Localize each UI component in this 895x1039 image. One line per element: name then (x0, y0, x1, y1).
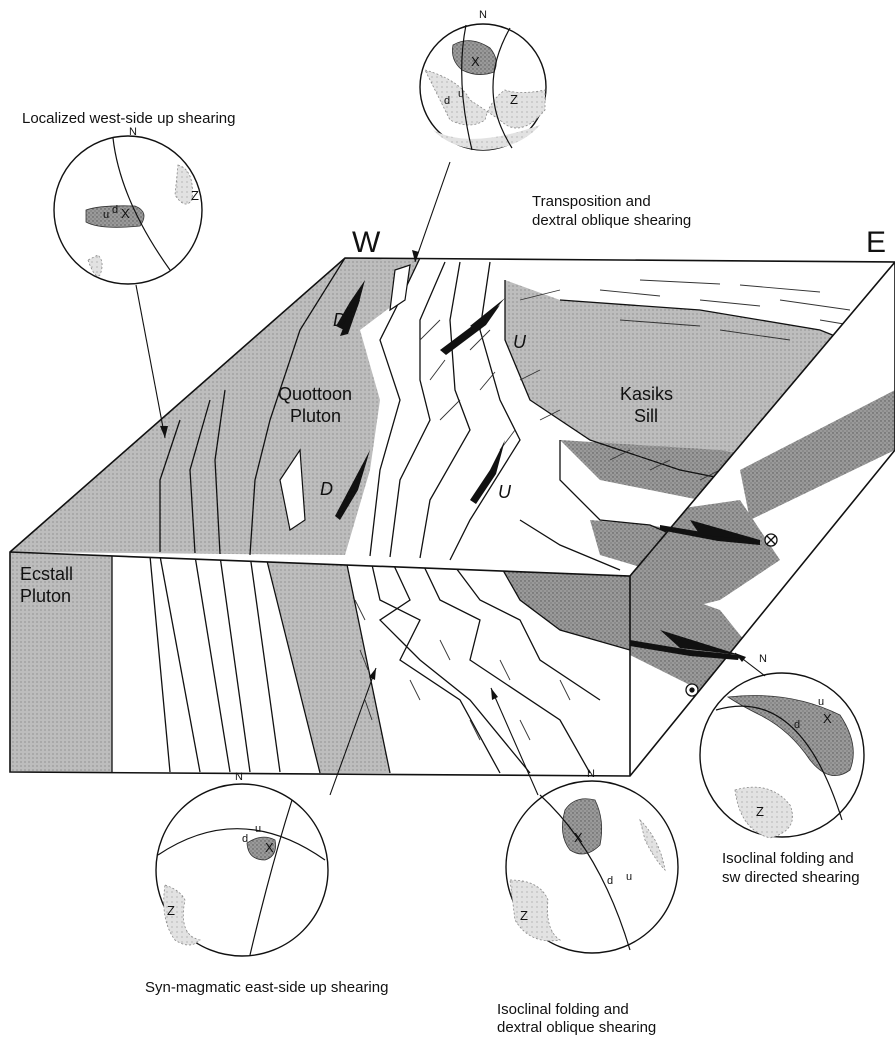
stereonet-ul-north: N (129, 126, 137, 138)
stereonet-bc-d: d (607, 875, 613, 887)
west-label: W (352, 226, 381, 259)
shear-label-u-2: U (498, 482, 512, 502)
stereonet-bl-u: u (255, 823, 261, 835)
stereonet-r-north: N (759, 653, 767, 665)
stereonet-bl-d: d (242, 833, 248, 845)
stereonet-bc-z: Z (520, 908, 528, 923)
stereonet-r-z: Z (756, 804, 764, 819)
arrow-top-to-block (415, 162, 450, 262)
arrow-ul-to-block (136, 285, 165, 438)
stereonet-top-caption-2: dextral oblique shearing (532, 212, 691, 229)
stereonet-right: X Z d u N (700, 653, 864, 838)
quottoon-label-1: Quottoon (278, 384, 352, 404)
stereonet-bottom-left: X Z d u N (156, 771, 328, 956)
shear-label-d-1: D (333, 310, 346, 330)
stereonet-bc-u: u (626, 871, 632, 883)
stereonet-r-caption-1: Isoclinal folding and (722, 850, 854, 867)
stereonet-bc-caption-2: dextral oblique shearing (497, 1019, 656, 1036)
stereonet-bc-caption-1: Isoclinal folding and (497, 1001, 629, 1018)
stereonet-bc-north: N (587, 768, 595, 780)
stereonet-bc-x: X (574, 830, 583, 845)
stereonet-r-caption-2: sw directed shearing (722, 869, 860, 886)
stereonet-r-x: X (823, 711, 832, 726)
stereonet-ul-x: X (121, 206, 130, 221)
stereonet-r-u: u (818, 696, 824, 708)
kasiks-label-1: Kasiks (620, 384, 673, 404)
ecstall-label-2: Pluton (20, 586, 71, 606)
stereonet-ul-u: u (103, 209, 109, 221)
stereonet-ul-z: Z (191, 188, 199, 203)
stereonet-top-d: d (444, 95, 450, 107)
stereonet-top-caption-1: Transposition and (532, 193, 651, 210)
stereonet-top-north: N (479, 9, 487, 21)
quottoon-label-2: Pluton (290, 406, 341, 426)
stereonet-bl-z: Z (167, 903, 175, 918)
stereonet-bl-north: N (235, 771, 243, 783)
stereonet-upper-left: X Z u d N (54, 126, 202, 284)
stereonet-top-x: X (471, 54, 480, 69)
ecstall-label-1: Ecstall (20, 564, 73, 584)
stereonet-bottom-center: X Z d u N (506, 768, 678, 953)
kasiks-label-2: Sill (634, 406, 658, 426)
stereonet-r-d: d (794, 719, 800, 731)
east-label: E (866, 226, 886, 259)
block-front-face (10, 552, 630, 776)
stereonet-ul-d: d (112, 204, 118, 216)
stereonet-ul-caption: Localized west-side up shearing (22, 110, 235, 127)
stereonet-bl-caption: Syn-magmatic east-side up shearing (145, 979, 388, 996)
shear-label-u-1: U (513, 332, 527, 352)
stereonet-top: X Z d u N (420, 9, 546, 150)
shear-label-d-2: D (320, 479, 333, 499)
stereonet-top-u: u (458, 88, 464, 100)
stereonet-top-z: Z (510, 92, 518, 107)
stereonet-bl-x: X (265, 840, 274, 855)
